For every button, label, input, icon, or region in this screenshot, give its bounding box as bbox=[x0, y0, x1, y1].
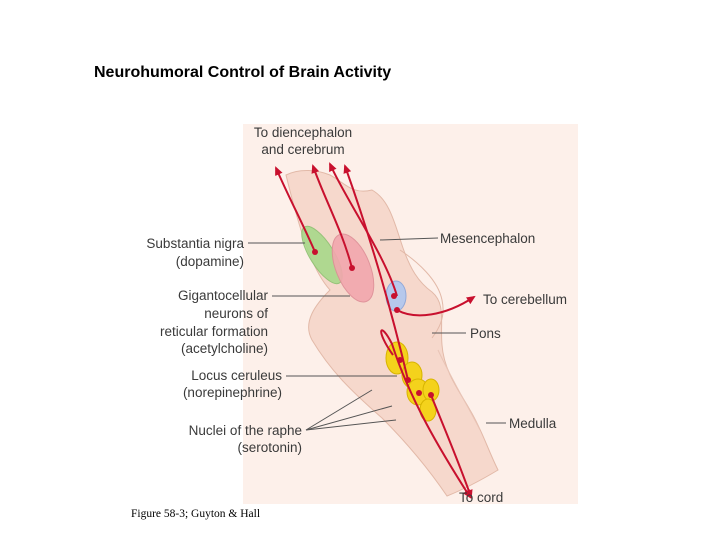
label-giganto-1: Gigantocellular bbox=[178, 288, 269, 303]
leader-raphe-2 bbox=[305, 405, 393, 431]
medulla-edge bbox=[437, 349, 481, 431]
dot-raphe-upper-2 bbox=[394, 307, 400, 313]
pathway-dopamine bbox=[275, 166, 316, 253]
label-substantia-2: (dopamine) bbox=[176, 254, 244, 269]
label-raphe-1: Nuclei of the raphe bbox=[189, 423, 302, 438]
label-giganto-2: neurons of bbox=[204, 306, 268, 321]
pathway-acetylcholine bbox=[311, 164, 353, 269]
label-raphe-2: (serotonin) bbox=[237, 440, 302, 455]
slide-title: Neurohumoral Control of Brain Activity bbox=[94, 64, 392, 81]
dot-raphe-upper-1 bbox=[391, 293, 397, 299]
pons-bulge bbox=[399, 249, 444, 339]
figure-caption: Figure 58-3; Guyton & Hall bbox=[131, 508, 261, 520]
label-substantia-1: Substantia nigra bbox=[146, 236, 244, 251]
label-cord: To cord bbox=[459, 490, 503, 505]
leader-raphe-3 bbox=[305, 419, 397, 431]
label-giganto-3: reticular formation bbox=[160, 324, 268, 339]
pathway-to-cerebellum bbox=[396, 295, 476, 317]
label-diencephalon-2: and cerebrum bbox=[261, 142, 344, 157]
dot-locus-1 bbox=[397, 357, 403, 363]
dot-giganto bbox=[349, 265, 355, 271]
label-locus-2: (norepinephrine) bbox=[183, 385, 282, 400]
dot-substantia bbox=[312, 249, 318, 255]
label-mesencephalon: Mesencephalon bbox=[440, 231, 535, 246]
label-cerebellum: To cerebellum bbox=[483, 292, 567, 307]
dot-locus-3 bbox=[416, 390, 422, 396]
dot-locus-2 bbox=[405, 377, 411, 383]
label-locus-1: Locus ceruleus bbox=[191, 368, 282, 383]
dot-locus-4 bbox=[428, 392, 434, 398]
leader-raphe-1 bbox=[305, 389, 373, 431]
label-giganto-4: (acetylcholine) bbox=[181, 341, 268, 356]
label-pons: Pons bbox=[470, 326, 501, 341]
pathway-to-cord-2 bbox=[430, 394, 473, 499]
label-diencephalon-1: To diencephalon bbox=[254, 125, 352, 140]
leader-mesencephalon bbox=[379, 237, 439, 241]
label-medulla: Medulla bbox=[509, 416, 557, 431]
pathway-norepinephrine bbox=[343, 164, 409, 381]
